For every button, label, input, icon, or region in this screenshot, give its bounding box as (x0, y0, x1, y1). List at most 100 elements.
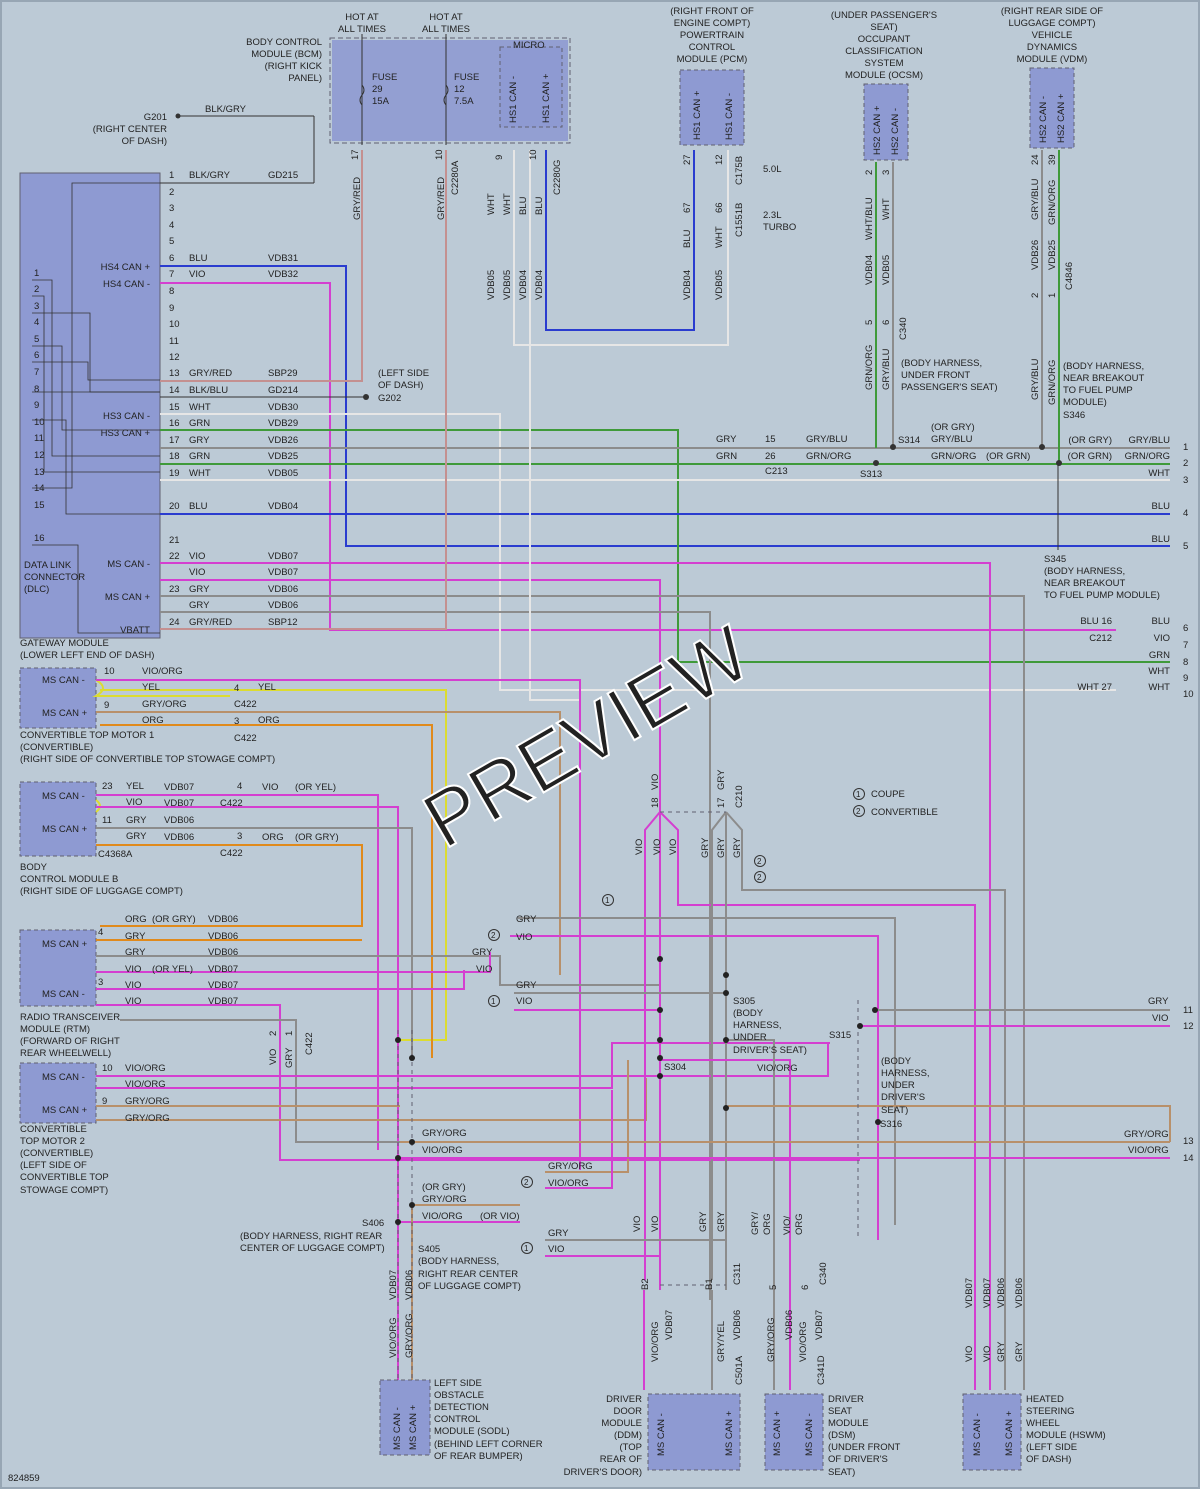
svg-text:GRY: GRY (284, 1047, 295, 1068)
gateway-label: GATEWAY MODULE (LOWER LEFT END OF DASH) (20, 638, 154, 661)
svg-text:WHT/BLU: WHT/BLU (864, 197, 875, 240)
svg-text:5: 5 (768, 1285, 779, 1290)
svg-text:VDB06: VDB06 (164, 815, 194, 826)
right-edge-color-left: (OR GRN) (1068, 451, 1112, 462)
svg-text:DRIVER: DRIVER (828, 1394, 864, 1405)
right-edge-color: BLU (1152, 534, 1171, 545)
svg-text:1: 1 (284, 1031, 295, 1036)
svg-text:BLU: BLU (518, 196, 529, 215)
svg-text:(LEFT SIDE OF: (LEFT SIDE OF (20, 1160, 87, 1171)
svg-text:VIO: VIO (632, 1216, 643, 1232)
svg-text:MODULE (VDM): MODULE (VDM) (1017, 54, 1088, 65)
svg-text:VDB07: VDB07 (982, 1278, 993, 1308)
dlc-pin-6: 6 (34, 350, 39, 361)
svg-text:WHT: WHT (881, 198, 892, 220)
svg-text:GRY: GRY (716, 837, 727, 858)
svg-text:VIO/ORG: VIO/ORG (798, 1321, 809, 1362)
wires-left-modules (92, 679, 1170, 1222)
svg-text:OF REAR BUMPER): OF REAR BUMPER) (434, 1451, 523, 1462)
right-edge-color: VIO (1154, 633, 1170, 644)
pcm-module: (RIGHT FRONT OF ENGINE COMPT) POWERTRAIN… (670, 6, 796, 233)
svg-text:4: 4 (98, 927, 103, 938)
svg-text:VIO: VIO (650, 1216, 661, 1232)
gateway-wire-color: BLU (189, 501, 208, 512)
svg-text:6: 6 (881, 320, 892, 325)
ddm-module: MS CAN - MS CAN + DRIVER DOOR MODULE (DD… (564, 1393, 741, 1478)
svg-text:VIO/ORG: VIO/ORG (388, 1317, 399, 1358)
svg-text:ORG: ORG (142, 715, 164, 726)
bcm-module: MICRO HS1 CAN - HS1 CAN + (329, 37, 571, 144)
svg-text:VDB06: VDB06 (208, 914, 238, 925)
svg-text:LEFT SIDE: LEFT SIDE (434, 1378, 482, 1389)
svg-text:9: 9 (102, 1096, 107, 1107)
svg-text:ORG: ORG (125, 914, 147, 925)
svg-text:6: 6 (800, 1285, 811, 1290)
gateway-pin: 10 (169, 319, 180, 330)
svg-text:27: 27 (682, 154, 693, 165)
svg-text:WHT: WHT (714, 226, 725, 248)
svg-text:C422: C422 (220, 798, 243, 809)
dlc-pin-7: 7 (34, 367, 39, 378)
svg-text:VIO: VIO (125, 980, 141, 991)
svg-text:GRY/BLU: GRY/BLU (931, 434, 973, 445)
gateway-circuit: VDB32 (268, 269, 298, 280)
svg-text:HARNESS,: HARNESS, (881, 1068, 930, 1079)
svg-text:C213: C213 (765, 466, 788, 477)
svg-text:SEAT: SEAT (828, 1406, 852, 1417)
svg-text:VDB07: VDB07 (164, 798, 194, 809)
gateway-pin: 24 (169, 617, 180, 628)
svg-text:VDB06: VDB06 (208, 931, 238, 942)
svg-text:GRY/RED: GRY/RED (436, 177, 447, 220)
svg-text:REAR OF: REAR OF (600, 1454, 642, 1465)
svg-text:(OR VIO): (OR VIO) (480, 1211, 520, 1222)
dlc-pin-4: 4 (34, 317, 39, 328)
svg-text:(BODY HARNESS,: (BODY HARNESS, (1063, 361, 1144, 372)
svg-text:VIO/ORG: VIO/ORG (650, 1321, 661, 1362)
gateway-wire-color: GRY (189, 584, 210, 595)
svg-text:WHT: WHT (486, 193, 497, 215)
svg-text:MODULE (PCM): MODULE (PCM) (677, 54, 748, 65)
svg-text:DRIVER'S DOOR): DRIVER'S DOOR) (564, 1467, 642, 1478)
svg-text:C340: C340 (898, 317, 909, 340)
right-edge-ref: 5 (1183, 541, 1188, 552)
svg-text:STEERING: STEERING (1026, 1406, 1075, 1417)
svg-text:11: 11 (102, 815, 112, 826)
gateway-wire-color: VIO (189, 567, 205, 578)
dlc-pin-9: 9 (34, 400, 39, 411)
svg-text:VBATT: VBATT (120, 625, 150, 636)
svg-text:VIO: VIO (964, 1346, 975, 1362)
svg-text:9: 9 (494, 155, 505, 160)
svg-text:VDB06: VDB06 (164, 832, 194, 843)
gateway-circuit: SBP29 (268, 368, 298, 379)
svg-text:VIO: VIO (516, 996, 532, 1007)
svg-text:OF LUGGAGE COMPT): OF LUGGAGE COMPT) (418, 1281, 521, 1292)
svg-text:(OR GRY): (OR GRY) (152, 914, 196, 925)
svg-text:GRY: GRY (548, 1228, 569, 1239)
svg-text:(BEHIND LEFT CORNER: (BEHIND LEFT CORNER (434, 1439, 543, 1450)
svg-text:VIO: VIO (548, 1244, 564, 1255)
right-edge-ref: 1 (1183, 442, 1188, 453)
right-edge-color: BLU (1152, 616, 1171, 627)
svg-text:HS1 CAN +: HS1 CAN + (692, 90, 703, 140)
svg-text:HS2 CAN +: HS2 CAN + (1056, 93, 1067, 143)
svg-text:GRY/ORG: GRY/ORG (422, 1194, 467, 1205)
svg-text:12: 12 (714, 154, 725, 165)
right-edge-color-left: C212 (1089, 633, 1112, 644)
right-edge-ref: 14 (1183, 1153, 1194, 1164)
svg-text:TOP MOTOR 2: TOP MOTOR 2 (20, 1136, 85, 1147)
svg-text:MS CAN +: MS CAN + (772, 1410, 783, 1456)
svg-text:VDB07: VDB07 (208, 996, 238, 1007)
svg-text:HS1 CAN -: HS1 CAN - (724, 93, 735, 140)
diagram-id: 824859 (8, 1473, 40, 1484)
right-edge-color-left: BLU 16 (1080, 616, 1112, 627)
gateway-pin: 18 (169, 451, 180, 462)
svg-text:CONVERTIBLE: CONVERTIBLE (871, 807, 938, 818)
svg-text:B2: B2 (640, 1278, 651, 1290)
svg-text:VIO: VIO (634, 839, 645, 855)
gateway-pin: 9 (169, 303, 174, 314)
gateway-pin: 11 (169, 336, 179, 347)
svg-text:(OR YEL): (OR YEL) (295, 782, 336, 793)
svg-text:9: 9 (104, 700, 109, 711)
right-edge-color-left: (OR GRY) (1068, 435, 1112, 446)
